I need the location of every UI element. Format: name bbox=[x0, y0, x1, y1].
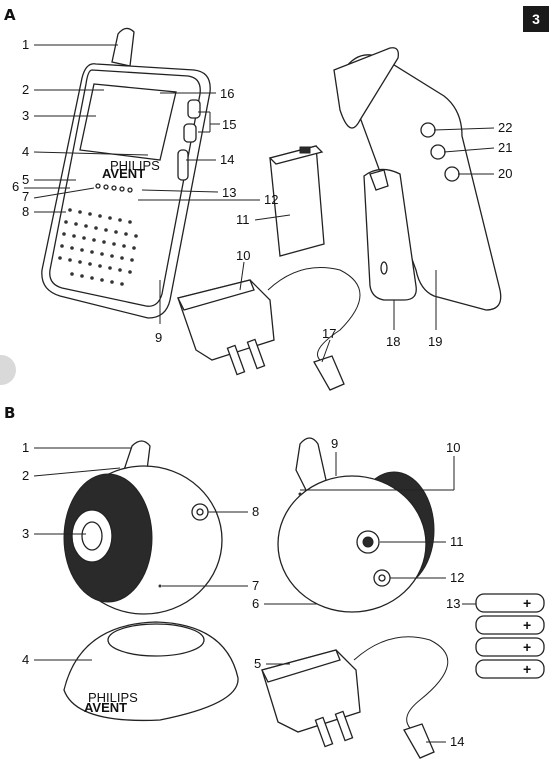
batteries-drawing: + + + + bbox=[475, 593, 545, 679]
callout-a-10: 10 bbox=[236, 248, 250, 263]
parent-unit-brand-small: PHILIPS bbox=[110, 158, 160, 173]
figure-b-callouts: 1 2 3 4 5 6 7 8 9 10 11 12 13 bbox=[22, 436, 476, 749]
base-brand-large: AVENT bbox=[84, 700, 127, 715]
speaker-grille bbox=[58, 208, 138, 286]
svg-text:+: + bbox=[523, 661, 531, 677]
callout-a-3: 3 bbox=[22, 108, 29, 123]
callout-a-17: 17 bbox=[322, 326, 336, 341]
callout-a-4: 4 bbox=[22, 144, 29, 159]
callout-a-8: 8 bbox=[22, 204, 29, 219]
callout-a-18: 18 bbox=[386, 334, 400, 349]
callout-a-14: 14 bbox=[220, 152, 234, 167]
callout-b-6: 6 bbox=[252, 596, 259, 611]
battery-pack-drawing bbox=[268, 145, 325, 257]
adapter-b-drawing bbox=[261, 636, 449, 759]
callout-b-4: 4 bbox=[22, 652, 29, 667]
callout-a-15: 15 bbox=[222, 117, 236, 132]
callout-a-5: 5 bbox=[22, 172, 29, 187]
figure-a-callouts: 1 2 3 4 5 6 7 8 9 10 11 12 13 1 bbox=[12, 37, 512, 363]
callout-b-11: 11 bbox=[450, 534, 464, 549]
callout-a-16: 16 bbox=[220, 86, 234, 101]
svg-text:+: + bbox=[523, 639, 531, 655]
callout-a-2: 2 bbox=[22, 82, 29, 97]
page-number: 3 bbox=[523, 6, 549, 32]
baby-unit-base-drawing: PHILIPS AVENT bbox=[63, 621, 239, 722]
parent-unit-drawing: PHILIPS AVENT bbox=[41, 27, 211, 319]
callout-b-2: 2 bbox=[22, 468, 29, 483]
callout-b-3: 3 bbox=[22, 526, 29, 541]
callout-a-20: 20 bbox=[498, 166, 512, 181]
callout-b-7: 7 bbox=[252, 578, 259, 593]
callout-a-19: 19 bbox=[428, 334, 442, 349]
callout-b-14: 14 bbox=[450, 734, 464, 749]
parent-unit-rear-drawing bbox=[333, 47, 502, 311]
callout-b-10: 10 bbox=[446, 440, 460, 455]
callout-b-8: 8 bbox=[252, 504, 259, 519]
callout-a-1: 1 bbox=[22, 37, 29, 52]
callout-b-1: 1 bbox=[22, 440, 29, 455]
section-tab-marker bbox=[0, 355, 16, 385]
callout-a-11: 11 bbox=[236, 212, 250, 227]
callout-a-6: 6 bbox=[12, 179, 19, 194]
callout-b-12: 12 bbox=[450, 570, 464, 585]
baby-unit-rear-drawing bbox=[277, 437, 435, 613]
svg-text:+: + bbox=[523, 595, 531, 611]
callout-a-12: 12 bbox=[264, 192, 278, 207]
callout-a-21: 21 bbox=[498, 140, 512, 155]
callout-a-9: 9 bbox=[155, 330, 162, 345]
callout-b-13: 13 bbox=[446, 596, 460, 611]
figure-b-letter: B bbox=[4, 404, 16, 422]
callout-a-7: 7 bbox=[22, 189, 29, 204]
svg-text:+: + bbox=[523, 617, 531, 633]
figure-a-letter: A bbox=[4, 6, 16, 24]
callout-b-9: 9 bbox=[331, 436, 338, 451]
adapter-a-drawing bbox=[177, 267, 361, 391]
base-brand-small: PHILIPS bbox=[88, 690, 138, 705]
callout-b-5: 5 bbox=[254, 656, 261, 671]
baby-unit-front-drawing bbox=[63, 440, 223, 615]
callout-a-22: 22 bbox=[498, 120, 512, 135]
parent-unit-brand-large: AVENT bbox=[102, 166, 145, 181]
callout-a-13: 13 bbox=[222, 185, 236, 200]
